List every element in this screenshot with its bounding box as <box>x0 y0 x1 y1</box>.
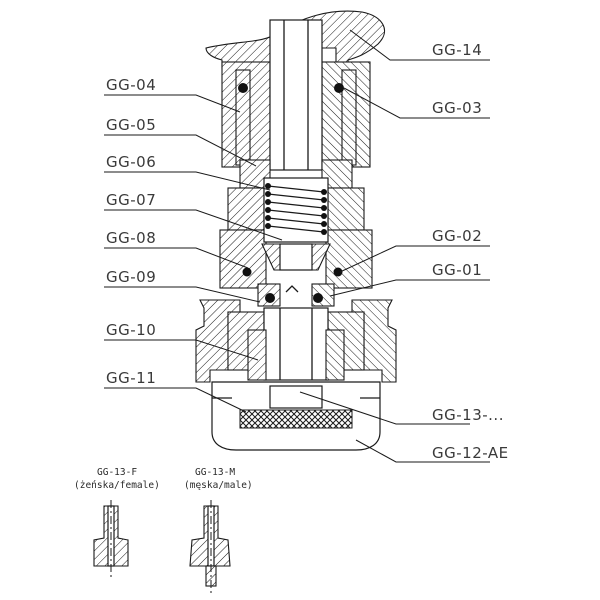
poppet <box>261 243 331 271</box>
spring <box>263 177 329 243</box>
label-gg-09: GG-09 <box>106 268 156 286</box>
label-gg-14: GG-14 <box>432 41 482 59</box>
label-gg-02: GG-02 <box>432 227 482 245</box>
female-connector-drawing <box>93 500 129 580</box>
female-variant-code: GG-13-F <box>97 467 137 478</box>
label-gg-13: GG-13-... <box>432 406 504 424</box>
label-gg-06: GG-06 <box>106 153 156 171</box>
male-variant-caption: (męska/male) <box>184 480 253 491</box>
male-connector-drawing <box>189 500 231 594</box>
label-gg-07: GG-07 <box>106 191 156 209</box>
label-gg-03: GG-03 <box>432 99 482 117</box>
o-ring-mid-left <box>242 267 252 277</box>
o-ring-mid-right <box>333 267 343 277</box>
upper-body <box>221 19 371 171</box>
o-ring-right <box>334 83 344 93</box>
cap-part <box>211 381 381 451</box>
lower-housing <box>195 299 397 383</box>
label-gg-05: GG-05 <box>106 116 156 134</box>
label-gg-04: GG-04 <box>106 76 156 94</box>
o-ring-left <box>238 83 248 93</box>
label-gg-08: GG-08 <box>106 229 156 247</box>
label-gg-12-ae: GG-12-AE <box>432 444 509 462</box>
male-variant-code: GG-13-M <box>195 467 235 478</box>
label-gg-11: GG-11 <box>106 369 156 387</box>
female-variant-caption: (żeńska/female) <box>74 480 160 491</box>
label-gg-10: GG-10 <box>106 321 156 339</box>
seal <box>257 283 335 307</box>
leader-lines <box>104 29 490 463</box>
label-gg-01: GG-01 <box>432 261 482 279</box>
middle-body <box>219 187 373 289</box>
